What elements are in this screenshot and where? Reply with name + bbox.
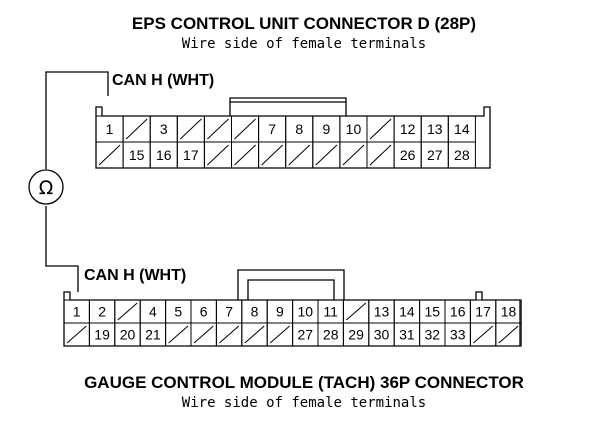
terminal-number: 17 bbox=[183, 147, 199, 163]
terminal-number: 2 bbox=[98, 304, 106, 320]
terminal-number: 27 bbox=[427, 147, 443, 163]
terminal-number: 29 bbox=[348, 327, 364, 343]
terminal-number: 13 bbox=[427, 121, 443, 137]
unused-terminal-slash bbox=[193, 325, 214, 344]
terminal-number: 10 bbox=[298, 304, 314, 320]
unused-terminal-slash bbox=[234, 144, 256, 166]
terminal-number: 9 bbox=[322, 121, 330, 137]
terminal-number: 33 bbox=[450, 327, 466, 343]
unused-terminal-slash bbox=[269, 325, 290, 344]
unused-terminal-slash bbox=[369, 118, 392, 140]
terminal-number: 10 bbox=[346, 121, 362, 137]
terminal-number: 21 bbox=[145, 327, 161, 343]
unused-terminal-slash bbox=[288, 144, 311, 166]
terminal-number: 5 bbox=[174, 304, 182, 320]
top-connector-subtitle: Wire side of female terminals bbox=[181, 36, 427, 52]
terminal-number: 32 bbox=[425, 327, 441, 343]
terminal-number: 28 bbox=[323, 327, 339, 343]
test-lead-bottom bbox=[45, 206, 79, 292]
unused-terminal-slash bbox=[498, 325, 519, 344]
terminal-number: 1 bbox=[73, 304, 81, 320]
unused-terminal-slash bbox=[179, 118, 202, 140]
test-lead-top bbox=[45, 71, 109, 169]
terminal-number: 30 bbox=[374, 327, 390, 343]
terminal-cell bbox=[447, 141, 476, 169]
ohmmeter-circle bbox=[28, 169, 64, 205]
terminal-number: 4 bbox=[149, 304, 157, 320]
bottom-wire-label: CAN H (WHT) bbox=[84, 267, 187, 284]
top-connector-title: EPS CONTROL UNIT CONNECTOR D (28P) bbox=[131, 14, 477, 33]
unused-terminal-slash bbox=[473, 325, 494, 344]
unused-terminal-slash bbox=[219, 325, 240, 344]
unused-terminal-slash bbox=[207, 118, 229, 140]
terminal-number: 1 bbox=[106, 121, 114, 137]
unused-terminal-slash bbox=[346, 302, 367, 321]
terminal-number: 11 bbox=[323, 304, 338, 320]
bottom-connector-subtitle: Wire side of female terminals bbox=[181, 395, 427, 411]
terminal-number: 14 bbox=[454, 121, 470, 137]
unused-terminal-slash bbox=[98, 144, 121, 166]
bottom-connector-terminal-grid: 1 2 4 5 6 7 8 9 10 11 13 14 15 16 17 18 19 20 21 27 28 29 30 31… bbox=[63, 299, 522, 347]
terminal-number: 17 bbox=[475, 304, 491, 320]
unused-terminal-slash bbox=[207, 144, 229, 166]
terminal-number: 18 bbox=[501, 304, 517, 320]
terminal-number: 26 bbox=[400, 147, 416, 163]
terminal-number: 3 bbox=[160, 121, 168, 137]
terminal-number: 14 bbox=[399, 304, 415, 320]
bottom-connector-title: GAUGE CONTROL MODULE (TACH) 36P CONNECTO… bbox=[84, 373, 524, 392]
terminal-number: 13 bbox=[374, 304, 390, 320]
terminal-number: 8 bbox=[251, 304, 259, 320]
terminal-number: 12 bbox=[400, 121, 416, 137]
terminal-number: 20 bbox=[120, 327, 136, 343]
terminal-number: 31 bbox=[399, 327, 415, 343]
terminal-number: 8 bbox=[295, 121, 303, 137]
unused-terminal-slash bbox=[168, 325, 189, 344]
terminal-number: 7 bbox=[268, 121, 276, 137]
terminal-number: 7 bbox=[225, 304, 233, 320]
top-wire-label: CAN H (WHT) bbox=[112, 72, 215, 89]
top-connector-lock-tab bbox=[229, 97, 347, 116]
ohm-symbol: Ω bbox=[39, 177, 54, 199]
terminal-number: 19 bbox=[94, 327, 110, 343]
terminal-number: 9 bbox=[276, 304, 284, 320]
unused-terminal-slash bbox=[66, 325, 87, 344]
terminal-number: 15 bbox=[129, 147, 145, 163]
unused-terminal-slash bbox=[342, 144, 365, 166]
unused-terminal-slash bbox=[315, 144, 338, 166]
terminal-cell bbox=[495, 322, 522, 347]
bottom-connector-lock-inner bbox=[247, 279, 335, 300]
unused-terminal-slash bbox=[117, 302, 138, 321]
bottom-connector-lock-frame bbox=[237, 269, 345, 300]
unused-terminal-slash bbox=[369, 144, 392, 166]
terminal-number: 16 bbox=[156, 147, 172, 163]
unused-terminal-slash bbox=[125, 118, 148, 140]
unused-terminal-slash bbox=[261, 144, 284, 166]
terminal-number: 28 bbox=[454, 147, 470, 163]
terminal-number: 15 bbox=[425, 304, 441, 320]
unused-terminal-slash bbox=[244, 325, 265, 344]
unused-terminal-slash bbox=[234, 118, 256, 140]
terminal-number: 16 bbox=[450, 304, 466, 320]
terminal-number: 6 bbox=[200, 304, 208, 320]
terminal-number: 27 bbox=[298, 327, 314, 343]
